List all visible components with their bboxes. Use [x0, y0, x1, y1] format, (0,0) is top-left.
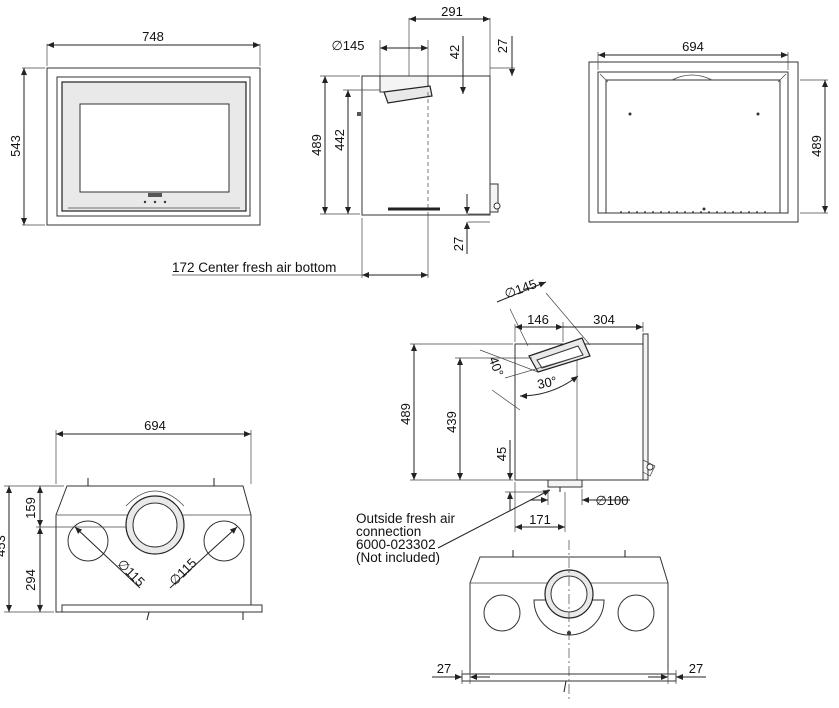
- side-bottom-gap-label: 27: [451, 237, 466, 251]
- angled-air-pos-label: 171: [529, 512, 551, 527]
- angled-bottom-offset-label: 45: [494, 447, 509, 461]
- front-logo: [148, 193, 162, 197]
- back-width-label: 694: [682, 39, 704, 54]
- side-handle: [489, 183, 499, 213]
- angled-inner-height-label: 439: [444, 411, 459, 433]
- bottom-right-hole-left: [483, 594, 521, 632]
- bottom-total-height-label: 453: [0, 535, 8, 557]
- side-total-height-label: 489: [309, 134, 324, 156]
- center-fresh-air-label: 172 Center fresh air bottom: [172, 260, 336, 275]
- angled-angle-label: 30°: [536, 373, 558, 392]
- side-top-gap-label: 27: [495, 39, 510, 53]
- back-height-label: 489: [809, 135, 824, 157]
- bottom-left-view: ∅115 ∅115 694 453 159 294: [0, 418, 263, 621]
- bottom-left-hole-right: [203, 520, 245, 562]
- side-body: [361, 75, 491, 216]
- angled-depth-label: 304: [593, 312, 615, 327]
- side-inner-height-label: 442: [332, 129, 347, 151]
- front-width-label: 748: [142, 29, 164, 44]
- outside-air-line1: Outside fresh air: [356, 511, 456, 526]
- angled-tilt-label: 40°: [486, 355, 507, 379]
- bottom-lower-label: 294: [23, 569, 38, 591]
- bottom-upper-label: 159: [23, 497, 38, 519]
- back-view: 694 489: [588, 39, 828, 223]
- side-top-width-label: 291: [441, 4, 463, 19]
- bottom-left-flue-inner: [132, 502, 178, 548]
- outside-air-line3: 6000-023302: [356, 537, 436, 552]
- outside-air-line4: (Not included): [356, 550, 440, 565]
- front-glass: [79, 103, 230, 193]
- front-height-label: 543: [8, 135, 23, 157]
- outside-air-note: Outside fresh air connection 6000-023302…: [356, 511, 456, 565]
- top-left-gap-label: 27: [437, 661, 451, 676]
- bottom-right-hole-right: [617, 594, 655, 632]
- side-flue-offset-label: 42: [447, 45, 462, 59]
- angled-air-collar: [547, 479, 583, 488]
- bottom-width-label: 694: [144, 418, 166, 433]
- bottom-right-view: 27 27: [432, 540, 706, 700]
- top-right-gap-label: 27: [689, 661, 703, 676]
- side-view: 291 ∅145 42 27 489 442 27 172 Center fre…: [172, 4, 515, 278]
- front-view: 748 543: [8, 29, 261, 226]
- angled-total-height-label: 489: [398, 403, 413, 425]
- angled-side-view: ∅145 146 304 40° 30° 489 439 45 ∅: [398, 276, 656, 549]
- angled-offset-label: 146: [527, 312, 549, 327]
- side-flue-pipe: [383, 85, 433, 104]
- angled-air-dia-label: ∅100: [595, 493, 628, 508]
- side-flue-dia-label: ∅145: [331, 38, 364, 53]
- angled-flue-dia-label: ∅145: [502, 276, 538, 301]
- outside-air-line2: connection: [356, 524, 421, 539]
- back-panel: [605, 79, 781, 214]
